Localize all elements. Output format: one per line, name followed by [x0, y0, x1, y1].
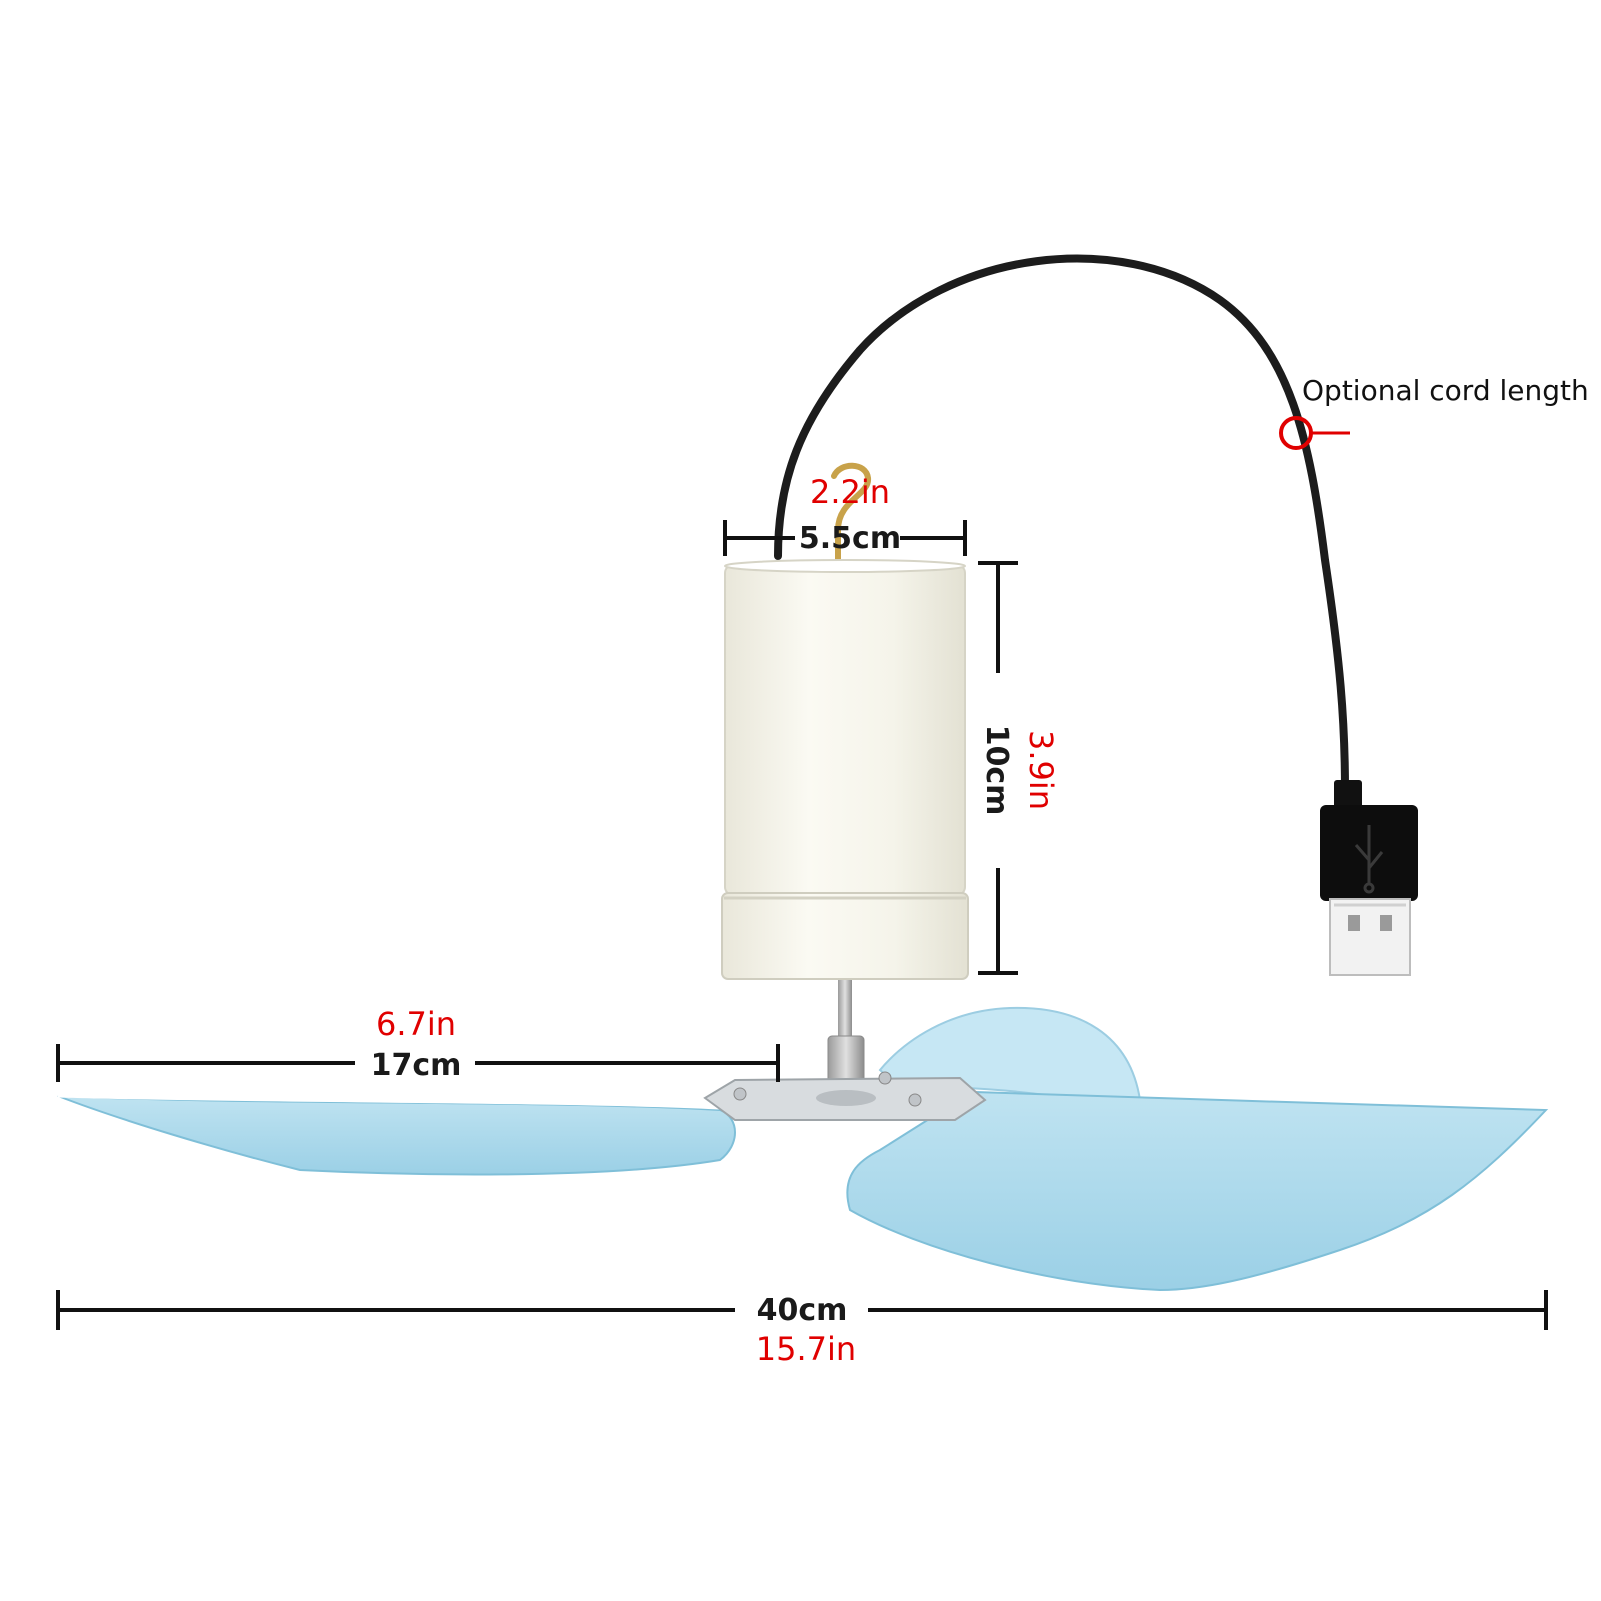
usb-cord [774, 254, 1349, 794]
blade-hub [703, 1071, 987, 1121]
cord-length-marker [1279, 416, 1350, 450]
top-width-dimension-line [723, 520, 967, 556]
hanging-hook-icon [831, 462, 871, 563]
fan-blade-back [878, 1006, 1142, 1101]
motor-height-imperial-label: 3.9in [1022, 730, 1060, 810]
total-span-metric-label: 40cm [757, 1293, 848, 1328]
blade-length-dimension-line [56, 1044, 780, 1082]
blade-length-metric-label: 17cm [371, 1048, 462, 1083]
motor-height-metric-label: 10cm [979, 725, 1014, 816]
cord-length-annotation: Optional cord length [1302, 374, 1589, 407]
usb-trident-icon [1354, 825, 1384, 894]
motor-height-dimension-line [978, 561, 1018, 975]
motor-housing [721, 559, 969, 980]
total-span-dimension-line [56, 1290, 1548, 1330]
top-width-metric-label: 5.5cm [799, 521, 901, 556]
fan-blade-left [57, 1095, 736, 1176]
top-width-imperial-label: 2.2in [810, 473, 890, 511]
fan-blade-right [846, 1090, 1549, 1292]
blade-length-imperial-label: 6.7in [376, 1005, 456, 1043]
motor-shaft [827, 980, 865, 1095]
total-span-imperial-label: 15.7in [756, 1330, 856, 1368]
usb-plug-icon [1320, 780, 1418, 976]
